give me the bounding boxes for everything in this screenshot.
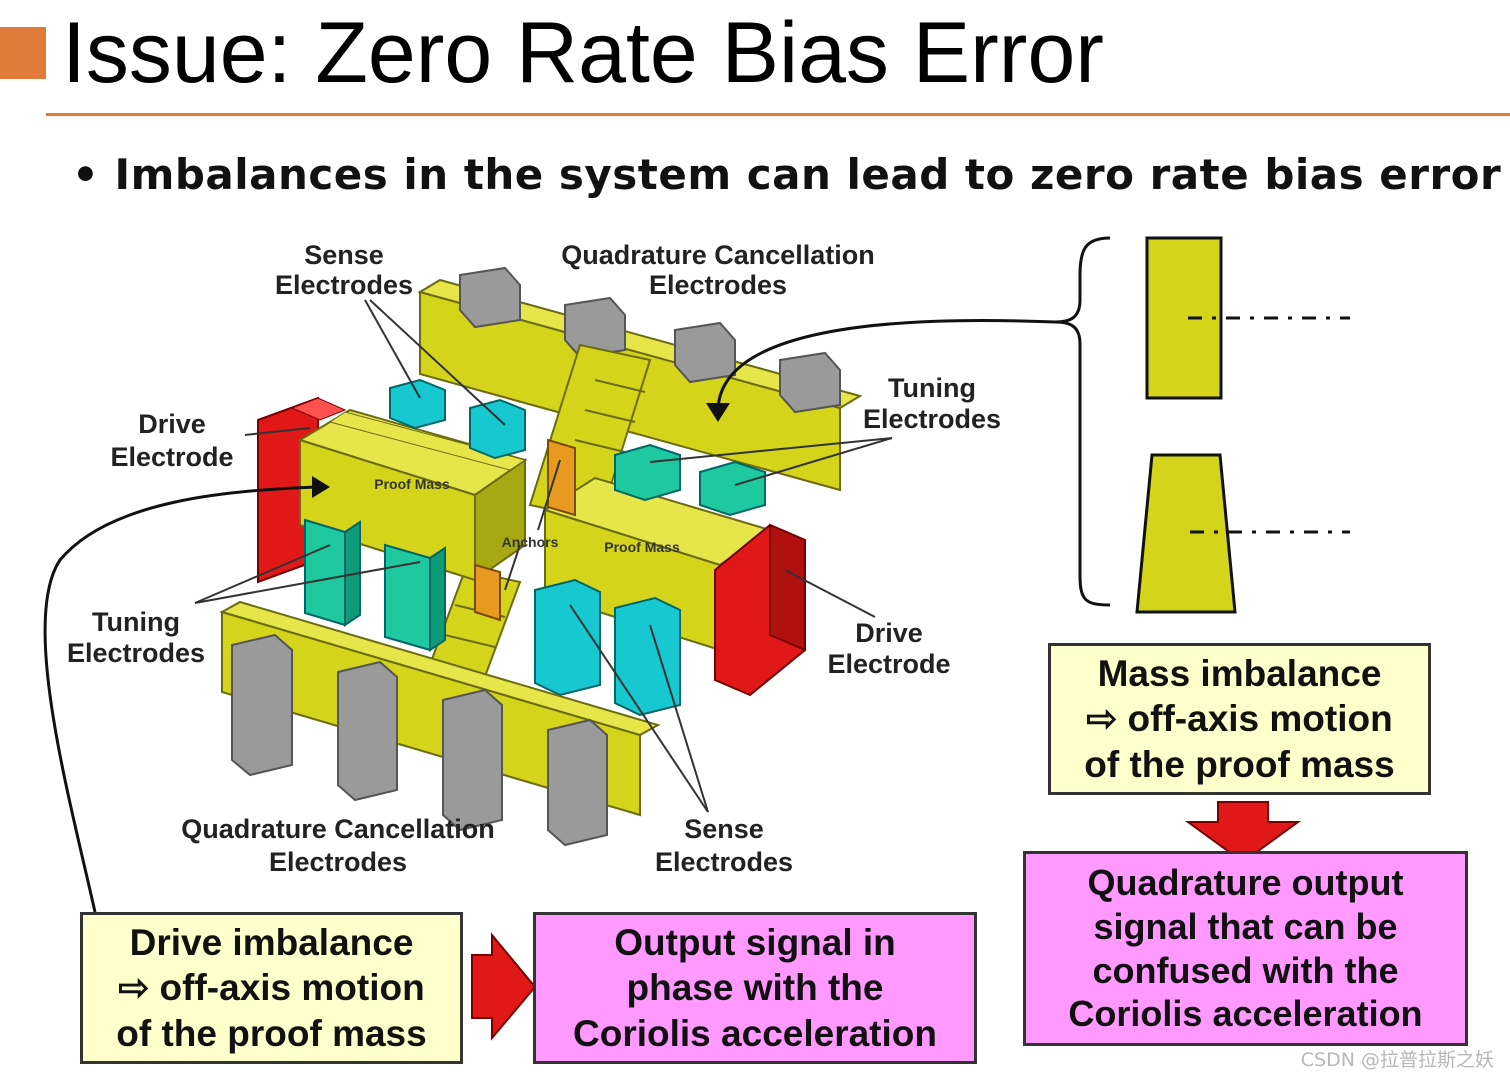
page-title: Issue: Zero Rate Bias Error [62,5,1104,101]
quad-electrodes-bottom [231,633,608,847]
red-arrow-down [1184,801,1302,864]
title-bullet [0,27,46,79]
label-drive-left-1: Drive [138,409,206,439]
label-sense-top-1: Sense [304,240,384,270]
curly-brace [1054,236,1111,607]
label-drive-right-1: Drive [855,618,923,648]
output-signal-line-3: Coriolis acceleration [573,1012,937,1054]
drive-imbalance-box: Drive imbalance ⇨ off-axis motion of the… [80,912,463,1064]
quad-electrodes-top [459,266,841,414]
quadrature-output-line-4: Coriolis acceleration [1068,993,1423,1035]
label-quad-bottom-2: Electrodes [269,847,407,877]
mass-imbalance-box: Mass imbalance ⇨ off-axis motion of the … [1048,643,1431,795]
tuning-electrodes-right [614,443,766,517]
label-drive-left-2: Electrode [110,442,233,472]
mass-imbalance-line-2: ⇨ off-axis motion [1086,698,1393,740]
watermark: CSDN @拉普拉斯之妖 [1300,1049,1494,1071]
label-sense-bottom-1: Sense [684,814,764,844]
label-proof-mass-left: Proof Mass [374,476,450,492]
label-tuning-right-1: Tuning [888,373,976,403]
subtitle: • Imbalances in the system can lead to z… [72,150,1502,199]
quadrature-output-box: Quadrature output signal that can be con… [1023,851,1468,1046]
label-tuning-left-2: Electrodes [67,638,205,668]
output-signal-line-1: Output signal in [614,922,896,964]
front-rail [219,600,661,817]
beam-rectangle [1145,236,1350,400]
drive-electrode-right [714,523,806,697]
drive-imbalance-line-3: of the proof mass [116,1012,427,1054]
label-drive-right-2: Electrode [827,649,950,679]
drive-imbalance-line-2: ⇨ off-axis motion [118,967,425,1009]
quadrature-output-line-2: signal that can be [1093,905,1398,947]
anchors [474,438,576,622]
red-arrow-right [471,932,537,1041]
mass-imbalance-line-3: of the proof mass [1084,743,1395,785]
label-tuning-right-2: Electrodes [863,404,1001,434]
quadrature-output-line-1: Quadrature output [1087,861,1404,903]
beam-trapezoid [1135,453,1350,614]
quadrature-output-line-3: confused with the [1092,949,1399,991]
sense-electrodes-top-left [389,378,526,460]
mass-imbalance-line-1: Mass imbalance [1097,653,1382,695]
output-signal-line-2: phase with the [626,967,884,1009]
label-anchors: Anchors [502,534,559,550]
label-proof-mass-right: Proof Mass [604,539,680,555]
proof-mass-left [297,408,528,582]
label-quad-top-1: Quadrature Cancellation [561,240,875,270]
callout-arrows [43,318,1056,913]
output-signal-box: Output signal in phase with the Coriolis… [533,912,977,1064]
label-sense-bottom-2: Electrodes [655,847,793,877]
title-underline [46,113,1510,116]
subtitle-text: Imbalances in the system can lead to zer… [114,150,1502,199]
label-sense-top-2: Electrodes [275,270,413,300]
label-tuning-left-1: Tuning [92,607,180,637]
leader-lines [194,299,893,813]
label-quad-bottom-1: Quadrature Cancellation [181,814,495,844]
sense-electrodes-bottom [534,578,681,717]
label-quad-top-2: Electrodes [649,270,787,300]
drive-imbalance-line-1: Drive imbalance [129,922,414,964]
